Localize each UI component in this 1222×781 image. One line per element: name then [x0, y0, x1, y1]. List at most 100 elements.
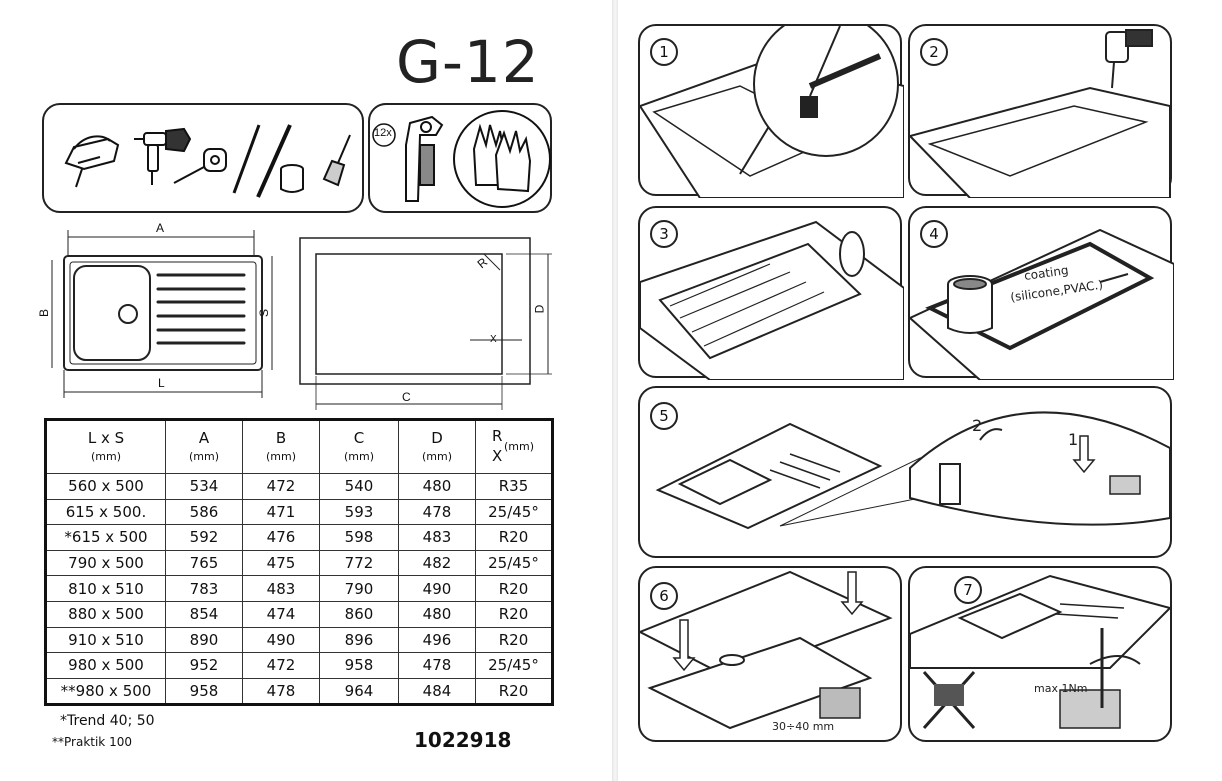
table-cell: 25/45° — [475, 498, 553, 526]
model-title: G-12 — [396, 28, 540, 96]
table-cell: 534 — [165, 473, 243, 500]
step-6-depth-note: 30÷40 mm — [772, 720, 835, 733]
pencil-icon — [232, 124, 261, 194]
table-cell: 476 — [242, 524, 320, 551]
step-6-number: 6 — [650, 582, 678, 610]
table-cell: 958 — [165, 677, 243, 705]
step-6-panel: 6 30÷40 mm — [638, 566, 902, 742]
table-cell: 910 x 510 — [45, 626, 166, 654]
jigsaw-icon — [64, 135, 120, 188]
dim-x-label: X — [490, 334, 497, 345]
table-cell: 483 — [398, 524, 476, 551]
step-7-number: 7 — [954, 576, 982, 604]
step-1-number: 1 — [650, 38, 678, 66]
brush-icon — [322, 134, 351, 187]
table-cell: 598 — [319, 524, 399, 551]
dimensions-table: L x S(mm) A(mm) B(mm) C(mm) D(mm) R X (m… — [44, 418, 554, 707]
table-cell: 478 — [242, 677, 320, 705]
step-1-illustration — [640, 26, 904, 198]
table-cell: 480 — [398, 600, 476, 628]
table-cell: 478 — [398, 498, 476, 526]
table-cell: 475 — [242, 549, 320, 577]
dim-s-label: S — [257, 308, 272, 318]
table-cell: 496 — [398, 626, 476, 654]
step-1-panel: 1 — [638, 24, 904, 198]
table-cell: 772 — [319, 549, 399, 577]
step-4-number: 4 — [920, 220, 948, 248]
table-cell: 472 — [242, 473, 320, 500]
step-3-panel: 3 — [638, 206, 904, 380]
clip-count-label: 12x — [374, 127, 392, 139]
step-5-arrow-2-label: 2 — [972, 416, 983, 435]
table-cell: 490 — [398, 575, 476, 602]
table-cell: 854 — [165, 600, 243, 628]
table-cell: 958 — [319, 652, 399, 679]
sealant-icon — [280, 164, 304, 193]
sealant-icon — [947, 275, 993, 334]
table-cell: R20 — [475, 677, 553, 705]
header-rx: R X (mm) — [475, 419, 553, 474]
table-cell: 952 — [165, 652, 243, 679]
step-7-panel: 7 max 1Nm — [908, 566, 1172, 742]
step-5-arrow-1-label: 1 — [1068, 430, 1079, 449]
header-a: A(mm) — [165, 419, 243, 474]
step-2-panel: 2 — [908, 24, 1172, 198]
step-2-illustration — [910, 29, 1171, 198]
header-lxs: L x S(mm) — [45, 419, 166, 474]
table-cell: 592 — [165, 524, 243, 551]
dim-l-label: L — [158, 376, 165, 390]
ruler-icon — [256, 124, 292, 198]
table-cell: 810 x 510 — [45, 575, 166, 602]
drill-icon — [1105, 29, 1153, 89]
table-cell: 860 — [319, 600, 399, 628]
dim-a-label: A — [156, 221, 165, 235]
step-7-torque-note: max 1Nm — [1034, 682, 1088, 695]
table-cell: 593 — [319, 498, 399, 526]
product-code: 1022918 — [414, 728, 512, 752]
table-cell: R20 — [475, 575, 553, 602]
table-cell: R20 — [475, 600, 553, 628]
step-4-panel: 4 coating (silicone,PVAC.) — [908, 206, 1174, 380]
page-fold — [612, 0, 618, 781]
table-cell: 25/45° — [475, 549, 553, 577]
table-cell: *615 x 500 — [45, 524, 166, 551]
table-cell: 482 — [398, 549, 476, 577]
table-cell: 980 x 500 — [45, 652, 166, 679]
table-cell: 790 — [319, 575, 399, 602]
table-cell: 890 — [165, 626, 243, 654]
step-3-illustration — [640, 220, 904, 380]
right-page: 1 2 3 — [618, 0, 1222, 781]
table-header-row: L x S(mm) A(mm) B(mm) C(mm) D(mm) R X (m… — [45, 419, 553, 474]
table-cell: 474 — [242, 600, 320, 628]
tools-panel — [42, 103, 364, 213]
mounting-clip-icon — [405, 115, 444, 202]
table-cell: 471 — [242, 498, 320, 526]
table-cell: 540 — [319, 473, 399, 500]
table-cell: 483 — [242, 575, 320, 602]
header-c: C(mm) — [319, 419, 399, 474]
table-cell: 490 — [242, 626, 320, 654]
step-7-illustration — [910, 574, 1172, 729]
step-5-illustration — [655, 411, 1171, 530]
step-2-number: 2 — [920, 38, 948, 66]
left-page: G-12 — [37, 28, 554, 752]
clips-gloves-panel: 12x — [368, 103, 552, 213]
table-cell: R20 — [475, 524, 553, 551]
drill-icon — [134, 127, 192, 185]
table-cell: 484 — [398, 677, 476, 705]
table-cell: 25/45° — [475, 652, 553, 679]
step-3-number: 3 — [650, 220, 678, 248]
table-cell: **980 x 500 — [45, 677, 166, 705]
table-cell: 615 x 500. — [45, 498, 166, 526]
dim-r-label: R — [474, 254, 491, 272]
table-cell: 783 — [165, 575, 243, 602]
table-cell: 472 — [242, 652, 320, 679]
